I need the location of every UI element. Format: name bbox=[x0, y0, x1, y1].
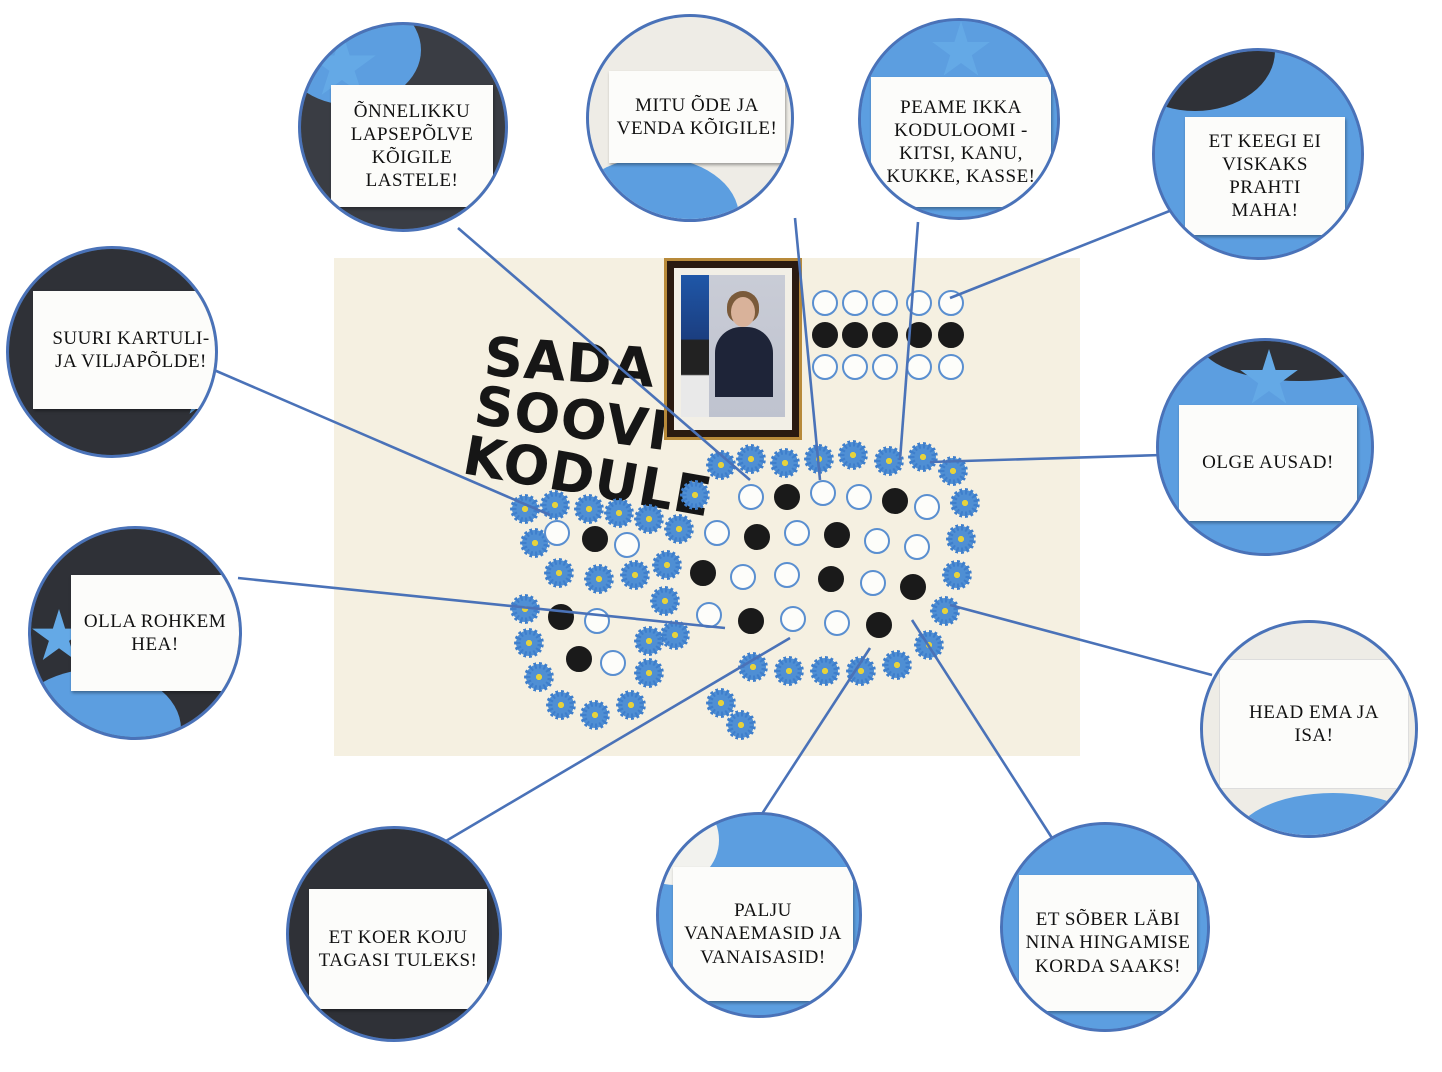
wish-text-b4: ET KEEGI EI VISKAKS PRAHTI MAHA! bbox=[1208, 130, 1322, 222]
wish-bubble-b2: MITU ÕDE JA VENDA KÕIGILE! bbox=[586, 14, 794, 222]
wish-bubble-b9: ET KOER KOJU TAGASI TULEKS! bbox=[286, 826, 502, 1042]
wish-text-b5: SUURI KARTULI- JA VILJAPÕLDE! bbox=[52, 327, 210, 372]
wish-bubble-b10: PALJU VANAEMASID JA VANAISASID! bbox=[656, 812, 862, 1018]
wish-bubble-b11: ET SÕBER LÄBI NINA HINGAMISE KORDA SAAKS… bbox=[1000, 822, 1210, 1032]
wish-bubble-b7: OLLA ROHKEM HEA! bbox=[28, 526, 242, 740]
wish-text-b7: OLLA ROHKEM HEA! bbox=[83, 610, 227, 655]
wishes-board-photo: SADA SOOVI KODULE bbox=[334, 258, 1080, 756]
wish-bubble-b5: SUURI KARTULI- JA VILJAPÕLDE! bbox=[6, 246, 218, 458]
wish-text-b9: ET KOER KOJU TAGASI TULEKS! bbox=[318, 926, 478, 971]
wish-text-b10: PALJU VANAEMASID JA VANAISASID! bbox=[684, 900, 842, 968]
wish-text-b1: ÕNNELIKKU LAPSEPÕLVE KÕIGILE LASTELE! bbox=[350, 100, 474, 192]
cornflower-icon bbox=[706, 450, 736, 480]
wish-text-b11: ET SÕBER LÄBI NINA HINGAMISE KORDA SAAKS… bbox=[1025, 909, 1191, 977]
wish-bubble-b4: ET KEEGI EI VISKAKS PRAHTI MAHA! bbox=[1152, 48, 1364, 260]
wish-text-b3: PEAME IKKA KODULOOMI - KITSI, KANU, KUKK… bbox=[886, 96, 1036, 188]
person-face-icon bbox=[731, 297, 755, 327]
wish-bubble-b6: OLGE AUSAD! bbox=[1156, 338, 1374, 556]
wish-text-b2: MITU ÕDE JA VENDA KÕIGILE! bbox=[616, 94, 778, 139]
flag-icon bbox=[681, 275, 709, 417]
wish-text-b6: OLGE AUSAD! bbox=[1202, 452, 1334, 474]
wish-bubble-b3: PEAME IKKA KODULOOMI - KITSI, KANU, KUKK… bbox=[858, 18, 1060, 220]
wish-text-b8: HEAD EMA JA ISA! bbox=[1248, 701, 1380, 746]
wish-bubble-b1: ÕNNELIKKU LAPSEPÕLVE KÕIGILE LASTELE! bbox=[298, 22, 508, 232]
wish-bubble-b8: HEAD EMA JA ISA! bbox=[1200, 620, 1418, 838]
presidential-portrait bbox=[664, 258, 802, 440]
